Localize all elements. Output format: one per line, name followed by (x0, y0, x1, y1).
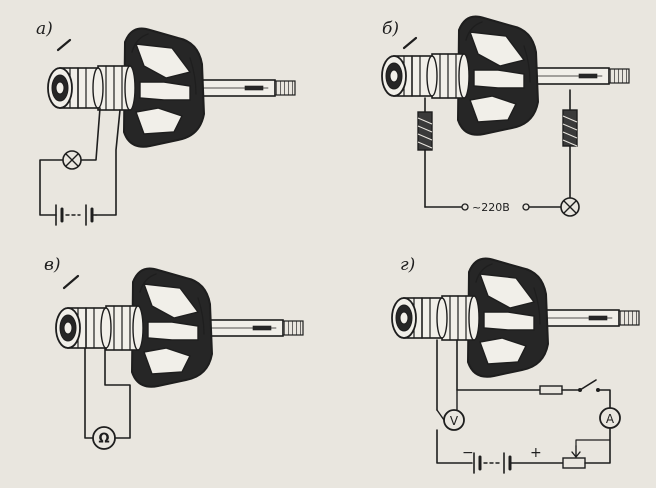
probe-left (417, 97, 433, 208)
probe-right (562, 89, 578, 199)
panel-a: а) (36, 19, 296, 226)
switch-icon (578, 379, 600, 392)
panel-g-label: г) (400, 255, 415, 275)
ammeter-icon: A (599, 407, 621, 429)
panel-b-label: б) (382, 19, 399, 39)
plus-sign: + (530, 445, 542, 461)
wire-v-left (84, 347, 94, 439)
panel-v-label: в) (44, 255, 61, 275)
panel-v: в) Ω (44, 255, 304, 450)
wire-a-left (39, 107, 101, 216)
rotor-g (391, 257, 640, 378)
battery-icon (473, 452, 512, 474)
rotor-a (47, 27, 296, 148)
voltmeter-symbol: V (450, 414, 459, 428)
battery-icon (55, 204, 97, 226)
fuse-icon (539, 385, 563, 395)
voltmeter-icon: V (443, 409, 465, 431)
lamp-icon (560, 197, 580, 217)
panel-b: б) ~220В (381, 15, 630, 217)
ammeter-symbol: A (606, 412, 615, 426)
rheostat-icon (562, 445, 586, 469)
minus-sign: − (462, 445, 474, 461)
panel-g: г) V A − (391, 255, 640, 474)
panel-a-label: а) (36, 19, 53, 39)
rotor-v (55, 267, 304, 388)
lamp-icon (62, 150, 82, 170)
ohmmeter-symbol: Ω (98, 432, 109, 447)
ohmmeter-icon: Ω (92, 426, 116, 450)
wire-v-right (104, 347, 131, 439)
wire-a-right (95, 109, 121, 216)
voltage-label: ~220В (472, 201, 510, 214)
